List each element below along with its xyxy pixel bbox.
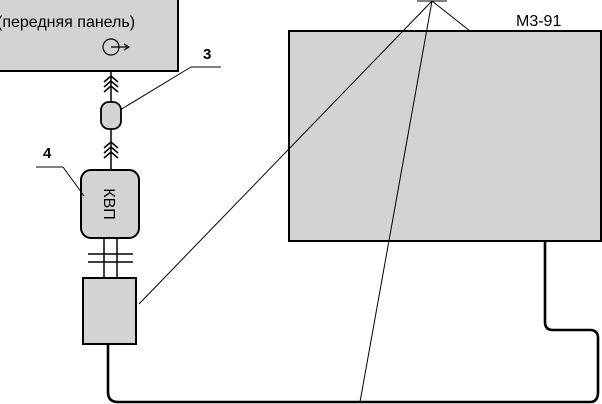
- adapter-3: [100, 101, 122, 130]
- kvp-converter: [80, 169, 140, 239]
- callout-converter: 4: [36, 145, 85, 197]
- front-panel-caption: (передняя панель): [0, 14, 135, 31]
- panel-to-adapter-cable: [103, 71, 119, 103]
- m3-91-device: [288, 30, 602, 242]
- front-panel: (передняя панель): [0, 0, 179, 72]
- measurement-cable: [106, 241, 600, 404]
- kvp-to-sensor-cable: [88, 238, 133, 278]
- callout-converter-number: 4: [43, 145, 52, 162]
- line-to-sensor-box: [138, 0, 433, 305]
- output-connector-icon: [102, 38, 131, 56]
- line-to-cable: [359, 0, 433, 403]
- adapter-to-kvp-cable: [103, 129, 119, 170]
- front-panel-box: [0, 0, 179, 72]
- reference-point: [138, 0, 471, 403]
- line-to-device: [431, 0, 471, 32]
- connector-chevron-icon: [103, 75, 119, 93]
- sensor-box: [82, 277, 137, 345]
- connector-chevron-icon: [103, 141, 119, 159]
- callout-adapter: 3: [119, 46, 221, 111]
- kvp-converter-label: КВП: [100, 188, 117, 220]
- m3-91-label: М3-91: [516, 13, 561, 30]
- callout-adapter-number: 3: [203, 46, 211, 63]
